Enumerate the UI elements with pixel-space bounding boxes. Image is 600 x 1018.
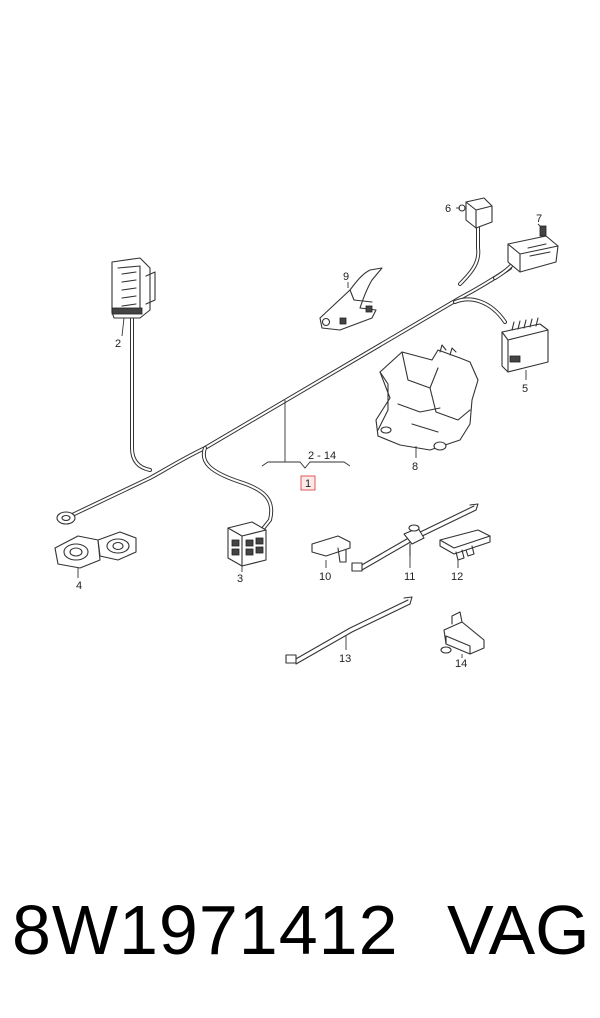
bracket-part-4 <box>54 531 137 578</box>
connector-part-5 <box>501 317 549 380</box>
cable-tie-part-13 <box>285 596 413 665</box>
parts-diagram: 1 2 - 14 2 3 4 5 6 7 8 9 10 11 12 13 14 <box>54 197 559 670</box>
clip-part-12 <box>439 529 491 568</box>
callout-4: 4 <box>76 580 82 592</box>
connector-part-2 <box>111 257 156 337</box>
bracket-part-9 <box>319 267 383 331</box>
callout-2: 2 <box>115 338 121 350</box>
connector-part-6 <box>456 197 493 229</box>
callout-6: 6 <box>445 203 451 215</box>
callout-12: 12 <box>451 571 463 583</box>
callout-7: 7 <box>536 213 542 225</box>
callout-10: 10 <box>319 571 331 583</box>
connector-part-3 <box>227 521 267 572</box>
cable-tie-part-11 <box>351 503 479 572</box>
callout-5: 5 <box>522 383 528 395</box>
range-bracket <box>261 461 351 469</box>
ring-terminal <box>56 511 76 525</box>
callout-14: 14 <box>455 658 467 670</box>
bracket-part-14 <box>440 611 485 658</box>
callout-11: 11 <box>404 571 415 583</box>
wiring-harness <box>66 226 520 532</box>
callout-1-highlight <box>300 475 316 491</box>
callout-8: 8 <box>412 461 418 473</box>
callout-1: 1 <box>305 478 311 490</box>
brand-label: VAG <box>447 891 590 969</box>
callout-3: 3 <box>237 573 243 585</box>
callout-labels: 1 2 - 14 2 3 4 5 6 7 8 9 10 11 12 13 14 <box>76 203 542 670</box>
callout-range: 2 - 14 <box>308 450 336 462</box>
connector-part-7 <box>507 223 559 273</box>
callout-9: 9 <box>343 271 349 283</box>
clip-part-10 <box>311 535 351 568</box>
holder-part-8 <box>375 344 479 458</box>
callout-13: 13 <box>339 653 351 665</box>
part-number: 8W1971412 <box>12 891 399 969</box>
